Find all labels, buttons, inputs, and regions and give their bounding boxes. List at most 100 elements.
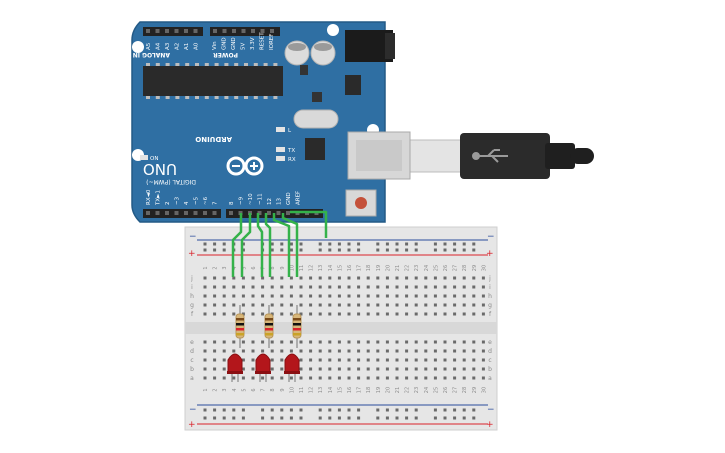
breadboard-hole[interactable]: [337, 285, 341, 289]
breadboard-hole[interactable]: [289, 349, 293, 353]
breadboard-hole[interactable]: [232, 349, 236, 353]
red-led[interactable]: [227, 353, 243, 382]
breadboard-hole[interactable]: [280, 408, 284, 412]
breadboard-hole[interactable]: [443, 340, 447, 344]
breadboard-hole[interactable]: [414, 358, 418, 362]
breadboard-hole[interactable]: [433, 312, 437, 316]
breadboard-hole[interactable]: [241, 303, 245, 307]
breadboard-hole[interactable]: [203, 416, 207, 420]
breadboard-hole[interactable]: [433, 248, 437, 252]
breadboard-hole[interactable]: [462, 416, 466, 420]
breadboard-hole[interactable]: [203, 276, 207, 280]
breadboard-hole[interactable]: [213, 349, 217, 353]
wire-pin11[interactable]: [256, 213, 264, 277]
breadboard-hole[interactable]: [203, 294, 207, 298]
breadboard-hole[interactable]: [289, 242, 293, 246]
breadboard-hole[interactable]: [213, 303, 217, 307]
breadboard-hole[interactable]: [405, 312, 409, 316]
breadboard-hole[interactable]: [481, 303, 485, 307]
breadboard-hole[interactable]: [222, 376, 226, 380]
breadboard-hole[interactable]: [405, 416, 409, 420]
breadboard-hole[interactable]: [318, 416, 322, 420]
breadboard-hole[interactable]: [347, 248, 351, 252]
breadboard-hole[interactable]: [328, 340, 332, 344]
header-hole[interactable]: [165, 29, 169, 33]
breadboard-hole[interactable]: [366, 285, 370, 289]
breadboard-hole[interactable]: [357, 312, 361, 316]
resistor[interactable]: [264, 305, 274, 348]
breadboard-hole[interactable]: [241, 340, 245, 344]
breadboard-hole[interactable]: [481, 285, 485, 289]
breadboard-hole[interactable]: [462, 294, 466, 298]
breadboard-hole[interactable]: [347, 242, 351, 246]
breadboard-hole[interactable]: [261, 376, 265, 380]
breadboard-hole[interactable]: [328, 312, 332, 316]
breadboard-hole[interactable]: [347, 376, 351, 380]
breadboard-hole[interactable]: [481, 358, 485, 362]
breadboard-hole[interactable]: [213, 408, 217, 412]
breadboard-hole[interactable]: [280, 285, 284, 289]
breadboard-hole[interactable]: [453, 340, 457, 344]
breadboard-hole[interactable]: [443, 303, 447, 307]
breadboard-hole[interactable]: [347, 276, 351, 280]
breadboard-hole[interactable]: [414, 312, 418, 316]
breadboard-hole[interactable]: [347, 312, 351, 316]
breadboard-hole[interactable]: [462, 276, 466, 280]
breadboard-hole[interactable]: [462, 376, 466, 380]
header-hole[interactable]: [276, 211, 281, 215]
breadboard-hole[interactable]: [443, 276, 447, 280]
breadboard-hole[interactable]: [203, 367, 207, 371]
breadboard-hole[interactable]: [213, 294, 217, 298]
breadboard-hole[interactable]: [337, 303, 341, 307]
breadboard-hole[interactable]: [289, 276, 293, 280]
breadboard-hole[interactable]: [299, 242, 303, 246]
breadboard-hole[interactable]: [472, 349, 476, 353]
breadboard-hole[interactable]: [270, 416, 274, 420]
breadboard-hole[interactable]: [222, 358, 226, 362]
header-hole[interactable]: [212, 211, 217, 215]
breadboard-hole[interactable]: [213, 416, 217, 420]
breadboard-hole[interactable]: [405, 294, 409, 298]
breadboard-hole[interactable]: [213, 340, 217, 344]
breadboard-hole[interactable]: [385, 376, 389, 380]
breadboard-hole[interactable]: [203, 242, 207, 246]
breadboard-hole[interactable]: [337, 408, 341, 412]
breadboard-hole[interactable]: [270, 248, 274, 252]
header-hole[interactable]: [260, 29, 265, 33]
breadboard-hole[interactable]: [280, 303, 284, 307]
breadboard-hole[interactable]: [433, 408, 437, 412]
breadboard-hole[interactable]: [289, 285, 293, 289]
breadboard-hole[interactable]: [213, 276, 217, 280]
breadboard-hole[interactable]: [241, 276, 245, 280]
breadboard-hole[interactable]: [472, 358, 476, 362]
breadboard-hole[interactable]: [472, 303, 476, 307]
header-hole[interactable]: [174, 29, 179, 33]
breadboard-hole[interactable]: [337, 358, 341, 362]
breadboard-hole[interactable]: [481, 312, 485, 316]
breadboard-hole[interactable]: [337, 367, 341, 371]
breadboard-hole[interactable]: [299, 358, 303, 362]
breadboard-hole[interactable]: [270, 376, 274, 380]
header-hole[interactable]: [257, 211, 262, 215]
breadboard-hole[interactable]: [376, 408, 380, 412]
breadboard-hole[interactable]: [222, 242, 226, 246]
resistor[interactable]: [235, 305, 245, 348]
breadboard-hole[interactable]: [289, 376, 293, 380]
breadboard-hole[interactable]: [462, 408, 466, 412]
breadboard-hole[interactable]: [481, 367, 485, 371]
breadboard-hole[interactable]: [299, 367, 303, 371]
breadboard-hole[interactable]: [376, 416, 380, 420]
header-hole[interactable]: [270, 29, 274, 33]
breadboard-hole[interactable]: [318, 376, 322, 380]
breadboard-hole[interactable]: [385, 416, 389, 420]
header-hole[interactable]: [193, 29, 198, 33]
breadboard-hole[interactable]: [453, 376, 457, 380]
breadboard-hole[interactable]: [385, 276, 389, 280]
breadboard-hole[interactable]: [222, 416, 226, 420]
breadboard-hole[interactable]: [357, 376, 361, 380]
breadboard-hole[interactable]: [376, 294, 380, 298]
breadboard-hole[interactable]: [357, 349, 361, 353]
breadboard-hole[interactable]: [232, 312, 236, 316]
breadboard-hole[interactable]: [453, 242, 457, 246]
breadboard-hole[interactable]: [213, 376, 217, 380]
